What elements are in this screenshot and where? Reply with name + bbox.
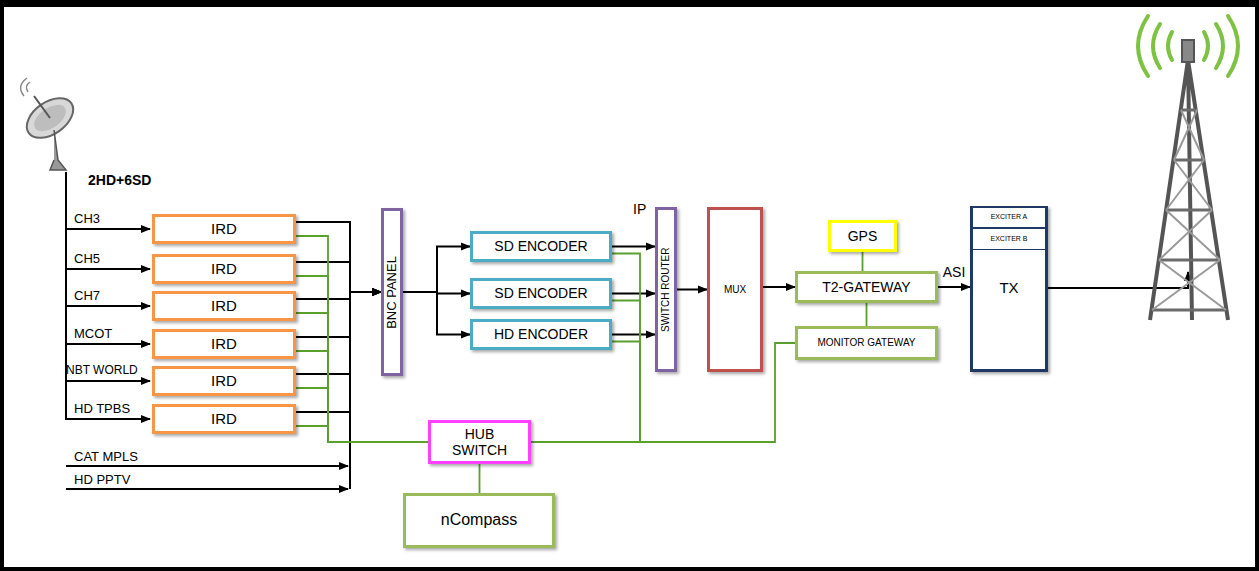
edge-label: ASI	[941, 265, 968, 280]
node-label: IRD	[211, 260, 237, 277]
signal-name: HD PPTV	[74, 473, 130, 487]
encoder-box: SD ENCODER	[470, 278, 612, 309]
node-label: BNC PANEL	[385, 256, 400, 329]
signal-name: CAT MPLS	[74, 450, 138, 464]
monitor-box: MONITOR GATEWAY	[795, 326, 938, 360]
antenna-tower	[1150, 40, 1228, 320]
management-link	[296, 276, 428, 442]
management-link	[296, 313, 428, 442]
node-label: SD ENCODER	[494, 238, 587, 254]
node-label: EXCITER B	[991, 235, 1028, 243]
node-label: T2-GATEWAY	[822, 279, 910, 295]
signal-name: CH7	[74, 289, 100, 303]
node-label: SWITCH ROUTER	[660, 247, 672, 331]
signal-arrow	[612, 293, 655, 295]
node-label: IRD	[211, 335, 237, 352]
ird-box: IRD	[152, 291, 296, 321]
signal-arrow	[403, 292, 470, 335]
management-link	[866, 303, 868, 326]
management-link	[296, 236, 428, 442]
node-label: IRD	[211, 372, 237, 389]
ird-box: IRD	[152, 329, 296, 359]
management-link	[296, 388, 428, 442]
signal-name: MCOT	[74, 327, 112, 341]
satellite-dish	[20, 78, 81, 170]
management-link	[296, 351, 428, 442]
management-link	[296, 426, 428, 442]
ird-box: IRD	[152, 404, 296, 434]
node-label: nCompass	[441, 511, 517, 529]
signal-arrow	[296, 292, 381, 374]
signal-name: CH5	[74, 252, 100, 266]
node-label: SD ENCODER	[494, 285, 587, 301]
node-label: HUB SWITCH	[450, 426, 510, 458]
node-label: MONITOR GATEWAY	[818, 337, 916, 349]
node-label: HD ENCODER	[494, 326, 588, 342]
ird-box: IRD	[152, 214, 296, 244]
encoder-box: HD ENCODER	[470, 319, 612, 350]
signal-arrow	[938, 286, 970, 288]
signal-arrow	[296, 292, 381, 412]
hub-switch: HUB SWITCH	[428, 420, 531, 464]
exciter-box: EXCITER B	[972, 228, 1046, 250]
mux-box: MUX	[707, 207, 763, 372]
node-label: MUX	[724, 284, 746, 296]
ird-box: IRD	[152, 254, 296, 284]
signal-arrow	[403, 247, 470, 293]
management-link	[531, 342, 640, 443]
node-label: TX	[973, 279, 1045, 296]
node-label: IRD	[211, 220, 237, 237]
node-label: IRD	[211, 297, 237, 314]
bnc-panel: BNC PANEL	[381, 208, 403, 376]
node-label: IRD	[211, 410, 237, 427]
signal-arrow	[296, 222, 381, 292]
gps-box: GPS	[828, 220, 897, 252]
ird-box: IRD	[152, 366, 296, 396]
tx-box: TX EXCITER A EXCITER B	[970, 206, 1048, 372]
signal-name: CH3	[74, 212, 100, 226]
signal-arrow	[296, 262, 381, 292]
node-label: GPS	[848, 228, 878, 244]
switch-router: SWITCH ROUTER	[655, 207, 677, 372]
signal-arrow	[677, 289, 707, 291]
signal-waves	[1138, 16, 1238, 76]
management-link	[479, 464, 481, 493]
feed-line	[66, 172, 350, 489]
management-link	[862, 252, 864, 271]
feed-count: 2HD+6SD	[88, 173, 151, 188]
antenna-feed	[1048, 272, 1188, 288]
ncompass-box: nCompass	[403, 493, 555, 548]
signal-arrow	[296, 292, 381, 299]
signal-arrow	[612, 246, 655, 248]
signal-name: HD TPBS	[74, 402, 130, 416]
signal-name: IP	[633, 202, 646, 217]
encoder-box: SD ENCODER	[470, 231, 612, 262]
signal-arrow	[296, 292, 381, 337]
signal-arrow	[763, 286, 795, 288]
signal-arrow	[612, 334, 655, 336]
gateway-box: T2-GATEWAY	[795, 271, 938, 303]
exciter-box: EXCITER A	[972, 207, 1046, 228]
node-label: EXCITER A	[991, 213, 1028, 221]
signal-name: NBT WORLD	[66, 364, 138, 377]
